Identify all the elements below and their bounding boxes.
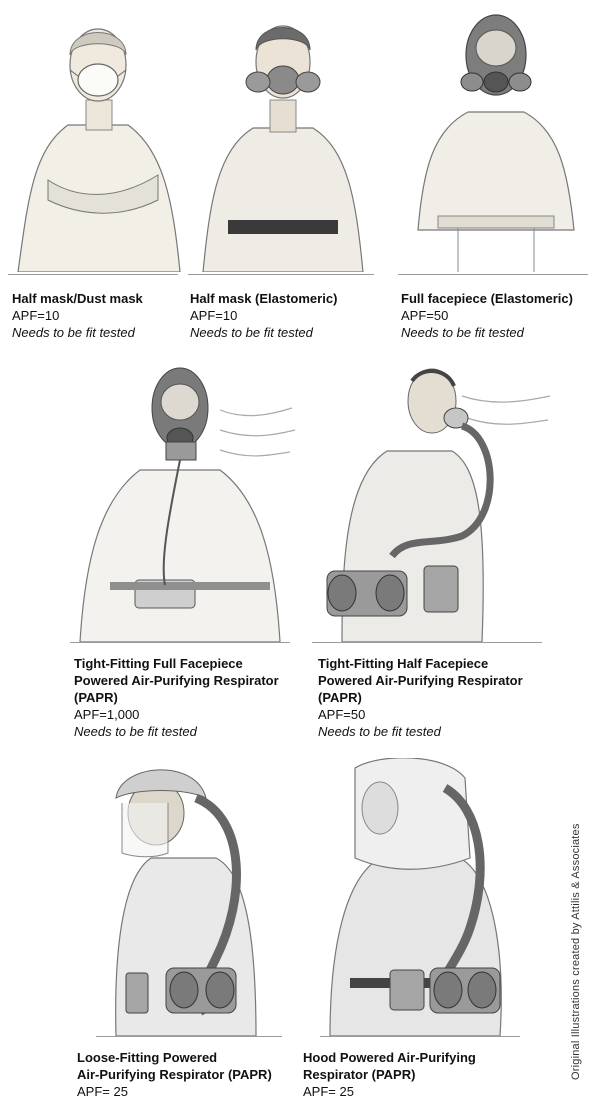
caption-loose-fitting-papr: Loose-Fitting Powered Air-Purifying Resp… — [77, 1049, 297, 1100]
illustration-half-mask-dust-mask — [8, 0, 188, 272]
respirator-title: Loose-Fitting Powered Air-Purifying Resp… — [77, 1050, 272, 1082]
caption-hood-papr: Hood Powered Air-Purifying Respirator (P… — [303, 1049, 533, 1100]
divider — [188, 274, 374, 275]
caption-tight-fitting-half-facepiece-papr: Tight-Fitting Half Facepiece Powered Air… — [318, 655, 548, 740]
fit-test-note: Needs to be fit tested — [12, 325, 135, 340]
fit-test-note: Needs to be fit tested — [401, 325, 524, 340]
respirator-apf: APF= 25 — [303, 1084, 354, 1099]
respirator-title: Tight-Fitting Full Facepiece Powered Air… — [74, 656, 279, 705]
respirator-apf: APF=50 — [318, 707, 366, 722]
illustration-tight-fitting-half-facepiece-papr — [312, 356, 552, 642]
respirator-apf: APF= 25 — [77, 1084, 128, 1099]
respirator-title: Tight-Fitting Half Facepiece Powered Air… — [318, 656, 523, 705]
respirator-title: Full facepiece (Elastomeric) — [401, 291, 573, 306]
divider — [398, 274, 588, 275]
caption-half-mask-elastomeric: Half mask (Elastomeric) APF=10 Needs to … — [190, 290, 378, 341]
caption-tight-fitting-full-facepiece-papr: Tight-Fitting Full Facepiece Powered Air… — [74, 655, 304, 740]
divider — [312, 642, 542, 643]
divider — [8, 274, 178, 275]
respirator-title: Half mask (Elastomeric) — [190, 291, 338, 306]
illustration-half-mask-elastomeric — [188, 0, 378, 272]
respirator-apf: APF=50 — [401, 308, 449, 323]
divider — [70, 642, 290, 643]
respirator-apf: APF=10 — [12, 308, 60, 323]
illustration-loose-fitting-papr — [96, 758, 286, 1036]
illustration-full-facepiece-elastomeric — [398, 0, 594, 272]
divider — [320, 1036, 520, 1037]
illustration-hood-papr — [320, 758, 520, 1036]
fit-test-note: Needs to be fit tested — [190, 325, 313, 340]
respirator-title: Half mask/Dust mask — [12, 291, 143, 306]
fit-test-note: Needs to be fit tested — [74, 724, 197, 739]
respirator-apf: APF=10 — [190, 308, 238, 323]
caption-full-facepiece-elastomeric: Full facepiece (Elastomeric) APF=50 Need… — [401, 290, 597, 341]
caption-half-mask-dust-mask: Half mask/Dust mask APF=10 Needs to be f… — [12, 290, 184, 341]
illustration-credit: Original Illustrations created by Attili… — [570, 823, 582, 1080]
respirator-apf: APF=1,000 — [74, 707, 140, 722]
illustration-tight-fitting-full-facepiece-papr — [70, 360, 300, 642]
respirator-title: Hood Powered Air-Purifying Respirator (P… — [303, 1050, 476, 1082]
divider — [96, 1036, 282, 1037]
fit-test-note: Needs to be fit tested — [318, 724, 441, 739]
